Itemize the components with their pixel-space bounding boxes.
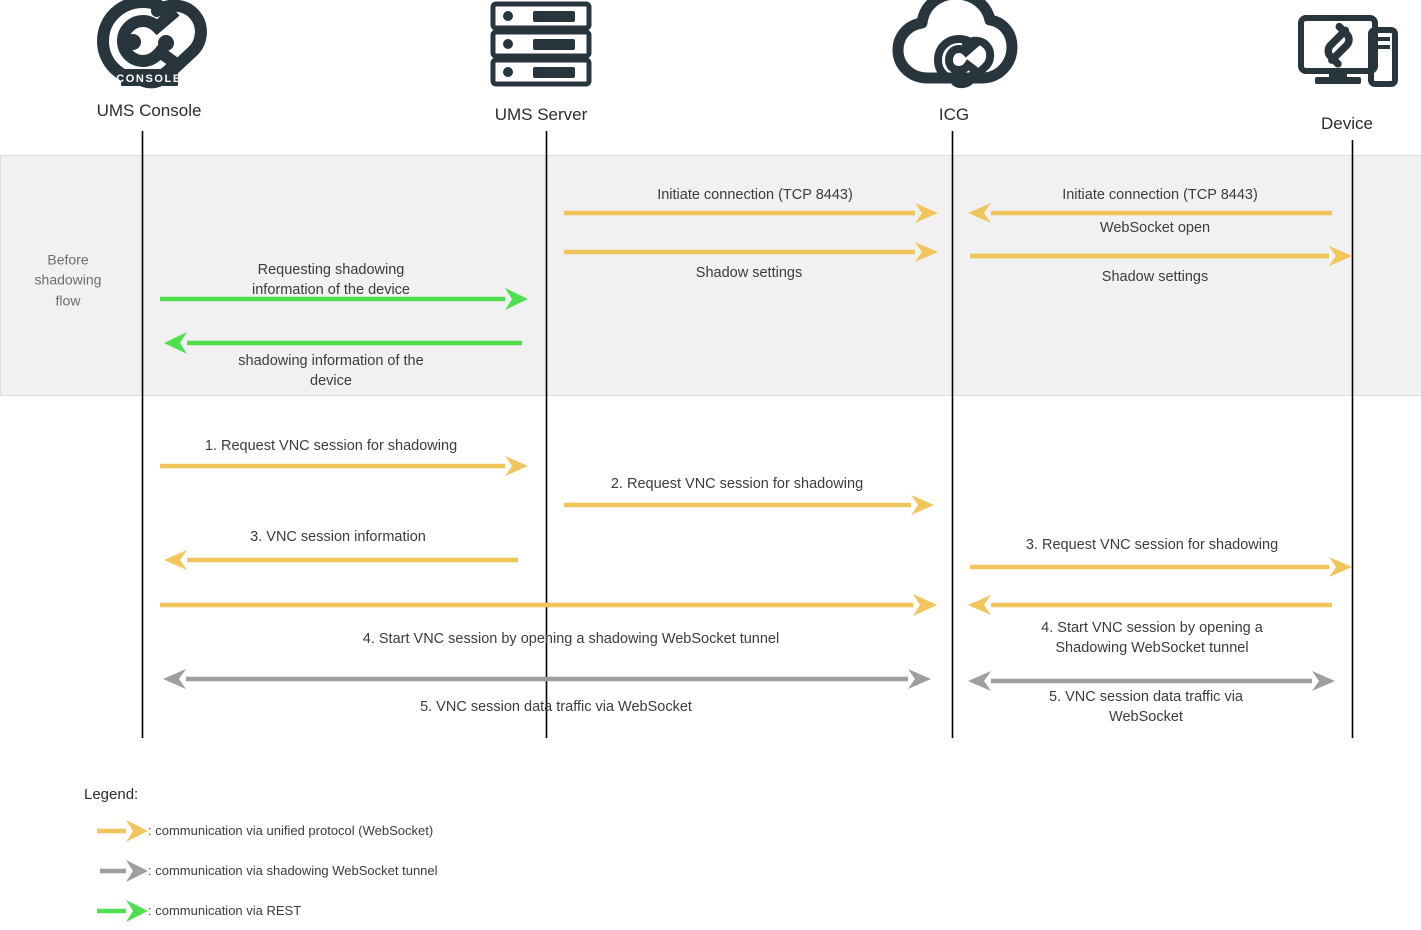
message-label-m9: 2. Request VNC session for shadowing	[610, 476, 864, 492]
desktop-computer-icon	[1298, 15, 1398, 87]
phase-band-label: Before shadowing flow	[34, 251, 102, 309]
arrow-m9	[564, 495, 934, 515]
message-label-m14: 5. VNC session data traffic via WebSocke…	[420, 699, 692, 715]
message-label-m4: Shadow settings	[695, 265, 803, 281]
arrow-m6	[160, 288, 528, 310]
message-label-m2: Initiate connection (TCP 8443)	[1062, 187, 1258, 203]
message-label-m11: 3. Request VNC session for shadowing	[1025, 537, 1279, 553]
message-label-m12: 4. Start VNC session by opening a shadow…	[362, 631, 780, 647]
message-label-m8: 1. Request VNC session for shadowing	[204, 438, 458, 454]
arrow-m13	[968, 595, 1332, 615]
arrow-m12	[160, 594, 937, 616]
arrow-m14	[163, 669, 931, 689]
message-label-m15: 5. VNC session data traffic via WebSocke…	[1049, 689, 1243, 725]
legend-arrow-rest	[97, 900, 148, 922]
message-label-m6: Requesting shadowing information of the …	[252, 262, 410, 298]
arrow-m1	[564, 203, 938, 223]
legend-title: Legend:	[84, 786, 139, 803]
arrow-m8	[160, 456, 528, 476]
phase-band-before-shadowing	[0, 155, 1421, 396]
message-label-m13: 4. Start VNC session by opening a Shadow…	[1041, 620, 1263, 656]
arrow-m10	[164, 550, 518, 570]
message-label-m1: Initiate connection (TCP 8443)	[657, 187, 853, 203]
legend-label-rest: : communication via REST	[148, 903, 302, 918]
legend-arrow-shadowing-tunnel	[100, 860, 148, 882]
legend-label-tunnel: : communication via shadowing WebSocket …	[148, 863, 438, 878]
s2-console-logo-icon: CONSOLE	[96, 0, 207, 89]
actor-label-icg: ICG	[938, 105, 970, 124]
svg-text:CONSOLE: CONSOLE	[116, 73, 182, 85]
message-label-m3: WebSocket open	[1099, 220, 1211, 236]
arrow-m15	[968, 671, 1335, 691]
actor-label-ums-console: UMS Console	[96, 101, 202, 120]
legend-arrow-unified-protocol	[97, 820, 148, 842]
message-label-m10: 3. VNC session information	[250, 529, 426, 545]
cloud-gateway-icon	[892, 0, 1018, 89]
arrow-m2	[968, 203, 1332, 223]
legend-label-unified: : communication via unified protocol (We…	[148, 823, 434, 838]
server-rack-icon	[490, 1, 592, 87]
arrow-m7	[164, 332, 522, 354]
arrow-m4	[564, 242, 938, 262]
arrow-m11	[970, 557, 1352, 577]
actor-label-device: Device	[1321, 114, 1373, 133]
message-label-m5: Shadow settings	[1101, 269, 1209, 285]
actor-label-ums-server: UMS Server	[494, 105, 588, 124]
message-label-m7: shadowing information of the device	[238, 353, 424, 389]
